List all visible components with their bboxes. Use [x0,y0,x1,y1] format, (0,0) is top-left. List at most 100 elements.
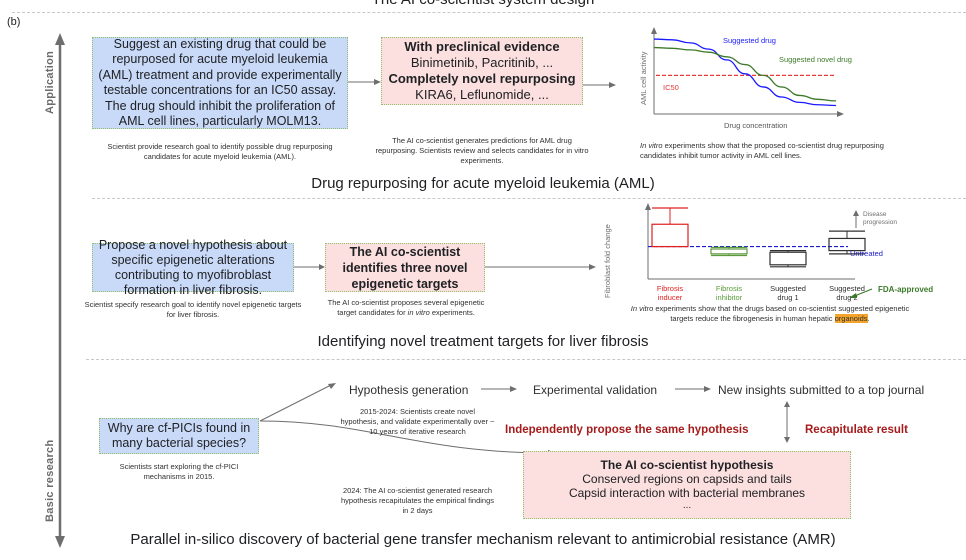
arrow-aml-1 [348,79,381,85]
amr-hyp-line-1: Conserved regions on capsids and tails [582,472,792,486]
amr-human-caption: 2015-2024: Scientists create novel hypot… [340,407,495,436]
arrow-up-icon [853,210,859,216]
section-title-aml: Drug repurposing for acute myeloid leuke… [311,175,655,192]
legend-suggested-drug: Suggested drug [723,36,776,45]
amr-ai-caption: 2024: The AI co-scientist generated rese… [341,486,494,515]
fibrosis-goal-caption: Scientist specify research goal to ident… [84,300,302,319]
caption-italic: In vitro [630,304,654,313]
arrow-to-ai-hypothesis [259,420,551,454]
series-line-suggested-novel-drug [653,46,837,102]
fibrosis-goal-text: Propose a novel hypothesis about specifi… [98,237,288,297]
arrow-head-icon [328,383,336,389]
aml-pred-heading-1: With preclinical evidence [404,39,560,54]
aml-activity-chart: AML cell activity Drug concentration Sug… [639,27,852,130]
axis-arrow-down-icon [55,536,65,548]
box-iqr [651,223,689,248]
y-axis-arrow-icon [645,203,651,210]
axis-label-application: Application [44,50,56,114]
box-fibrosis-inhibitor [710,246,748,257]
aml-pred-line-1: Binimetinib, Pacritinib, ... [410,55,554,70]
category-label: drug 2 [836,293,857,302]
aml-goal-text: Suggest an existing drug that could be r… [98,36,342,129]
chart-ylabel: AML cell activity [639,51,648,105]
arrow-to-hypothesis [259,383,334,422]
aml-goal-box: Suggest an existing drug that could be r… [92,37,348,129]
flow-step-validation: Experimental validation [533,383,658,397]
aml-result-caption: In vitro experiments show that the propo… [640,141,890,161]
untreated-label: Untreated [850,249,883,258]
axis-arrow-up-icon [55,33,65,45]
disease-label-1: Disease [863,211,887,218]
series-line-suggested-drug [653,38,837,107]
flow-arrow-1 [481,386,517,392]
fibrosis-target-box: The AI co-scientist identifies three nov… [325,243,485,292]
axis-label-basic-research: Basic research [44,439,56,522]
chart-ylabel: Fibroblast fold change [603,224,612,298]
category-label: Suggested [770,284,806,293]
section-title-fibrosis: Identifying novel treatment targets for … [317,333,649,350]
caption-italic: in vitro [407,308,430,317]
arrow-head-icon [510,386,517,392]
caption-mid: experiments show that the drugs based on… [653,304,910,323]
caption-post: experiments. [429,308,475,317]
arrow-aml-2 [583,82,616,88]
arrow-down-icon [784,437,790,443]
figure-title: The AI co-scientist system design [0,0,966,8]
category-label: Suggested [829,284,865,293]
fibrosis-goal-box: Propose a novel hypothesis about specifi… [92,238,294,297]
separator-top [12,12,966,13]
aml-goal-caption: Scientist provide research goal to ident… [107,142,333,161]
amr-hyp-line-2: Capsid interaction with bacterial membra… [568,486,806,500]
amr-hyp-line-3: ... [682,500,692,511]
box-iqr [710,248,748,255]
legend-suggested-novel-drug: Suggested novel drug [779,55,852,64]
label-independently-propose: Independently propose the same hypothesi… [505,424,749,436]
box-suggested-drug-2 [828,230,866,255]
box-iqr [828,237,866,252]
flow-step-insights: New insights submitted to a top journal [718,383,925,397]
application-basic-axis [55,33,65,548]
aml-pred-line-2: KIRA6, Leflunomide, ... [415,87,549,102]
y-axis-arrow-icon [651,27,657,34]
category-label: inducer [658,293,683,302]
category-label: Fibrosis [657,284,684,293]
arrow-head-icon [849,293,857,298]
fibrosis-target-text: The AI co-scientist identifies three nov… [342,244,468,291]
box-suggested-drug-1 [769,250,807,268]
aml-pred-heading-2: Completely novel repurposing [388,71,576,86]
chart-xlabel: Drug concentration [724,121,787,130]
arrow-head-icon [589,264,596,270]
flow-arrow-2 [675,386,711,392]
category-label: inhibitor [716,293,743,302]
disease-label-2: progression [863,219,897,226]
x-axis-arrow-icon [837,111,844,117]
flow-step-hypothesis: Hypothesis generation [349,383,469,397]
separator-aml [92,198,966,199]
amr-question-box: Why are cf-PICIs found in many bacterial… [99,418,259,454]
arrow-head-icon [374,79,381,85]
fibroblast-box-chart: FibrosisinducerFibrosisinhibitorSuggeste… [603,203,933,302]
box-fibrosis-inducer [651,207,689,248]
aml-result-rest: experiments show that the proposed co-sc… [640,141,884,160]
arrow-fibrosis-1 [294,264,325,270]
arrow-head-icon [319,264,325,270]
label-recapitulate-result: Recapitulate result [805,424,908,436]
highlighted-word: organoids [834,314,868,323]
caption-end: . [867,314,870,323]
caption-pre: The AI co-scientist proposes several epi… [327,298,485,317]
arrow-fibrosis-2 [485,264,596,270]
amr-question-caption: Scientists start exploring the cf-PICI m… [119,462,239,481]
fibrosis-target-caption: The AI co-scientist proposes several epi… [320,298,492,318]
amr-question-text: Why are cf-PICIs found in many bacterial… [107,421,251,450]
fda-approved-label: FDA-approved [878,285,933,294]
separator-fibrosis [86,359,966,360]
arrow-up-icon [784,401,790,407]
bidirectional-arrow [784,401,790,443]
amr-hypothesis-box: The AI co-scientist hypothesis Conserved… [523,451,851,519]
category-label: drug 1 [777,293,798,302]
amr-hyp-heading: The AI co-scientist hypothesis [600,458,774,472]
section-title-amr: Parallel in-silico discovery of bacteria… [130,531,836,548]
ic50-label: IC50 [663,83,679,92]
aml-result-italic: In vitro [640,141,663,150]
arrow-head-icon [704,386,711,392]
